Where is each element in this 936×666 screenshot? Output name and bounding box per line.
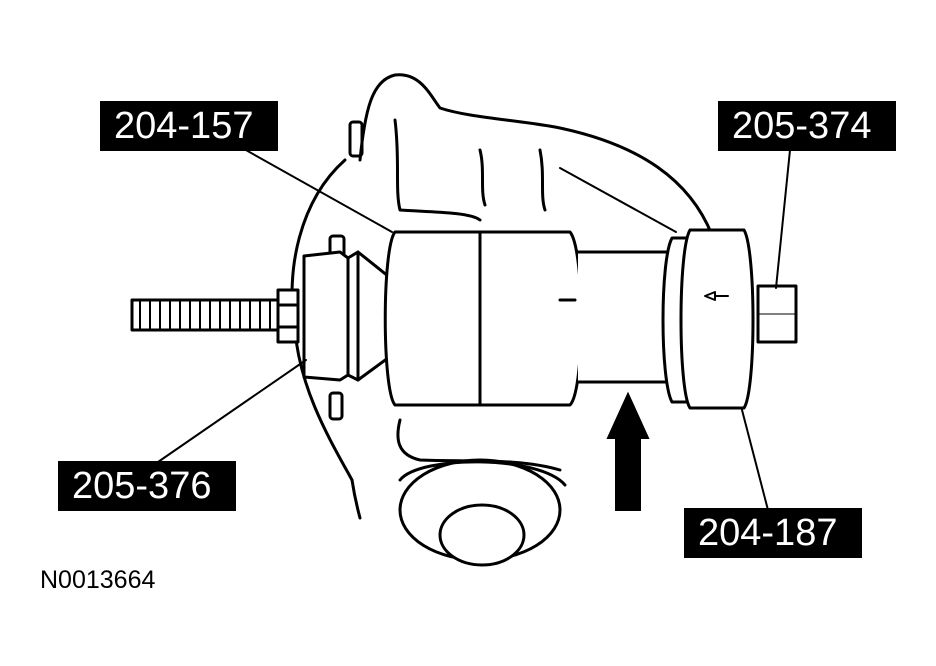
tool-205-374-cup	[679, 228, 755, 410]
leader-204-187	[741, 409, 769, 511]
leader-housing	[559, 167, 677, 233]
flange-bolt-top	[348, 120, 364, 158]
leader-204-157	[227, 139, 393, 233]
housing-outline	[358, 73, 714, 237]
callout-205-376: 205-376	[58, 461, 236, 511]
housing-lower-edge	[350, 478, 362, 520]
callout-205-374: 205-374	[718, 101, 896, 151]
callout-204-157: 204-157	[100, 101, 278, 151]
cone-adapter	[356, 250, 390, 382]
flange-bolt-low	[328, 391, 344, 421]
tool-205-376-plate	[302, 250, 350, 382]
figure-reference-number: N0013664	[40, 566, 156, 594]
housing-inner-contour	[393, 118, 482, 222]
up-arrow-icon	[606, 391, 650, 511]
tool-204-157-cylinder	[383, 230, 583, 407]
hex-nut	[276, 288, 300, 344]
axle-boss-inner	[438, 503, 526, 567]
leader-205-376	[157, 359, 307, 463]
callout-204-187: 204-187	[684, 508, 862, 558]
leader-205-374	[775, 149, 791, 289]
